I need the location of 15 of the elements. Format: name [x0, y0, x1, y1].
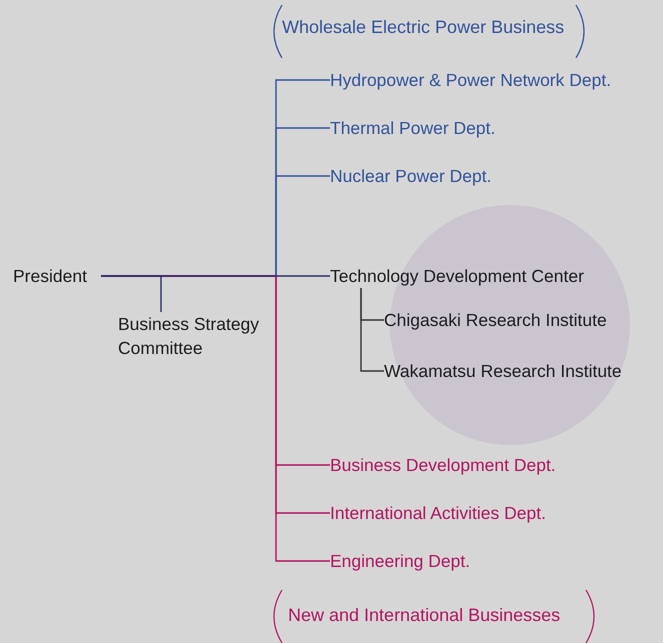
- org-unit-label: President: [13, 266, 87, 286]
- org-unit-label: Thermal Power Dept.: [330, 118, 496, 138]
- group-heading: New and International Businesses: [288, 604, 560, 627]
- connector-line: [101, 275, 330, 277]
- org-unit-label: Technology Development Center: [330, 266, 584, 286]
- group-heading: Wholesale Electric Power Business: [282, 16, 564, 39]
- org-unit-label: Engineering Dept.: [330, 551, 470, 571]
- org-unit-label: Chigasaki Research Institute: [384, 310, 607, 330]
- org-unit-label: Business Development Dept.: [330, 455, 556, 475]
- org-unit-label: International Activities Dept.: [330, 503, 546, 523]
- connector-line: [360, 288, 384, 372]
- org-unit-label: Business Strategy Committee: [118, 314, 260, 358]
- org-unit-label: Wakamatsu Research Institute: [384, 361, 622, 381]
- org-unit-label: Hydropower & Power Network Dept.: [330, 70, 612, 90]
- org-unit-label: Nuclear Power Dept.: [330, 166, 492, 186]
